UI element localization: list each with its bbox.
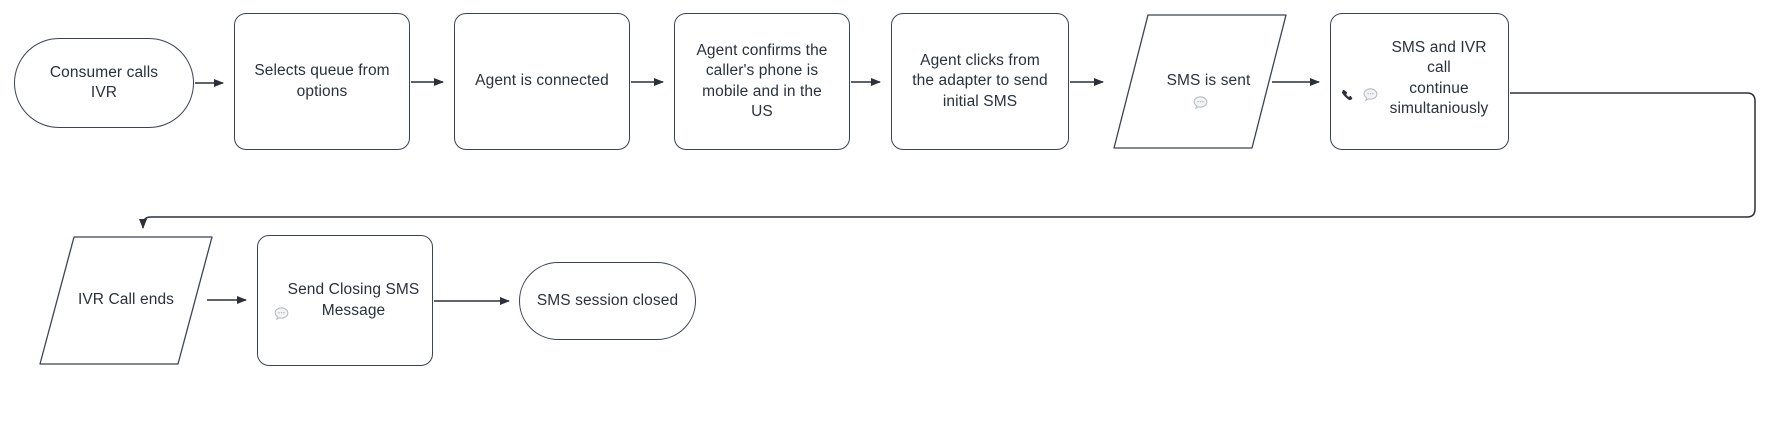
node-sms-session-closed[interactable]: SMS session closed: [519, 262, 696, 340]
node-label: Agent confirms the caller's phone is mob…: [696, 41, 828, 120]
node-label: IVR Call ends: [77, 291, 175, 309]
node-consumer-calls-ivr[interactable]: Consumer calls IVR: [14, 38, 194, 128]
sms-icon: [273, 306, 290, 323]
node-agent-is-connected[interactable]: Agent is connected: [454, 13, 630, 150]
node-label: SMS session closed: [536, 291, 679, 309]
node-label: Agent clicks from the adapter to send in…: [912, 51, 1048, 110]
node-label: Selects queue from options: [254, 62, 390, 100]
node-label: Send Closing SMS Message: [287, 281, 420, 319]
node-send-closing-sms[interactable]: Send Closing SMS Message: [257, 235, 433, 366]
node-agent-confirms-phone[interactable]: Agent confirms the caller's phone is mob…: [674, 13, 850, 150]
node-icon-group: [1192, 95, 1209, 112]
phone-icon: [1340, 88, 1355, 103]
parallelogram-shape: [1112, 13, 1288, 150]
node-label: Consumer calls IVR: [49, 63, 159, 101]
node-agent-clicks-adapter[interactable]: Agent clicks from the adapter to send in…: [891, 13, 1069, 150]
sms-icon: [1192, 95, 1209, 112]
node-label: Agent is connected: [475, 72, 609, 90]
node-label: SMS is sent: [1166, 72, 1251, 90]
node-label: SMS and IVR call continue simultaniously: [1389, 38, 1489, 117]
node-ivr-call-ends[interactable]: IVR Call ends: [38, 235, 214, 366]
node-sms-and-ivr-continue[interactable]: SMS and IVR call continue simultaniously: [1330, 13, 1509, 150]
parallelogram-shape: [38, 235, 214, 366]
node-sms-is-sent[interactable]: SMS is sent: [1112, 13, 1288, 150]
node-icon-group: [273, 306, 290, 323]
node-selects-queue[interactable]: Selects queue from options: [234, 13, 410, 150]
